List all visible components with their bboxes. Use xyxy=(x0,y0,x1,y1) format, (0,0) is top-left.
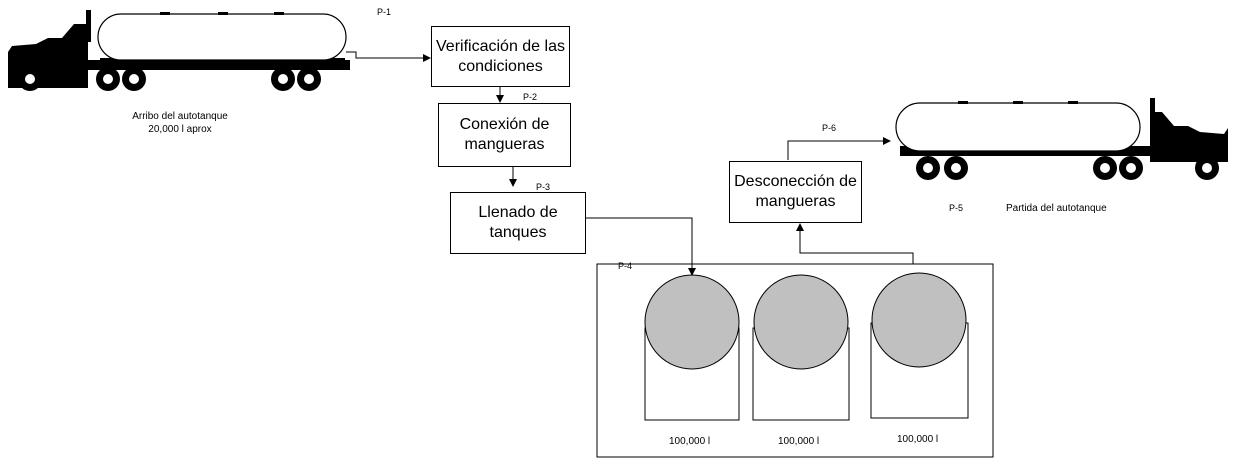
tank-filling-box: Llenado de tanques xyxy=(450,192,586,254)
tank-capacity-2: 100,000 l xyxy=(778,436,820,447)
tank-filling-label: Llenado de tanques xyxy=(478,204,558,241)
arrival-line-2: 20,000 l aprox xyxy=(148,124,212,135)
arrival-caption: Arribo del autotanque 20,000 l aprox xyxy=(105,110,255,136)
connector-arrow xyxy=(796,223,914,264)
storage-tank-icon xyxy=(644,274,740,421)
verification-label: Verificación de las condiciones xyxy=(436,37,565,75)
hose-disconnection-label: Desconección de mangueras xyxy=(734,173,857,210)
hose-connection-label: Conexión de mangueras xyxy=(459,116,550,153)
step-id-p1: P-1 xyxy=(377,7,392,17)
step-id-p3: P-3 xyxy=(536,182,551,190)
arrival-line-1: Arribo del autotanque xyxy=(132,111,228,122)
verification-box: Verificación de las condiciones xyxy=(431,26,570,87)
hose-disconnection-box: Desconección de mangueras xyxy=(729,161,862,223)
step-id-p5: P-5 xyxy=(949,203,964,213)
hose-connection-box: Conexión de mangueras xyxy=(438,103,571,167)
step-id-p2: P-2 xyxy=(523,92,538,102)
storage-area-box xyxy=(596,263,994,458)
arriving-truck-icon xyxy=(8,10,350,91)
connector-arrow xyxy=(787,137,891,160)
step-id-p4: P-4 xyxy=(618,261,633,271)
tank-capacity-3: 100,000 l xyxy=(897,434,939,445)
departure-caption: Partida del autotanque xyxy=(1006,203,1107,214)
departing-truck-icon xyxy=(895,98,1228,180)
step-id-p6: P-6 xyxy=(822,123,837,133)
storage-tank-icon xyxy=(870,272,969,419)
tank-capacity-1: 100,000 l xyxy=(669,436,711,447)
connector-arrow xyxy=(346,51,431,62)
storage-tank-icon xyxy=(752,274,850,421)
connector-arrow xyxy=(586,217,696,276)
